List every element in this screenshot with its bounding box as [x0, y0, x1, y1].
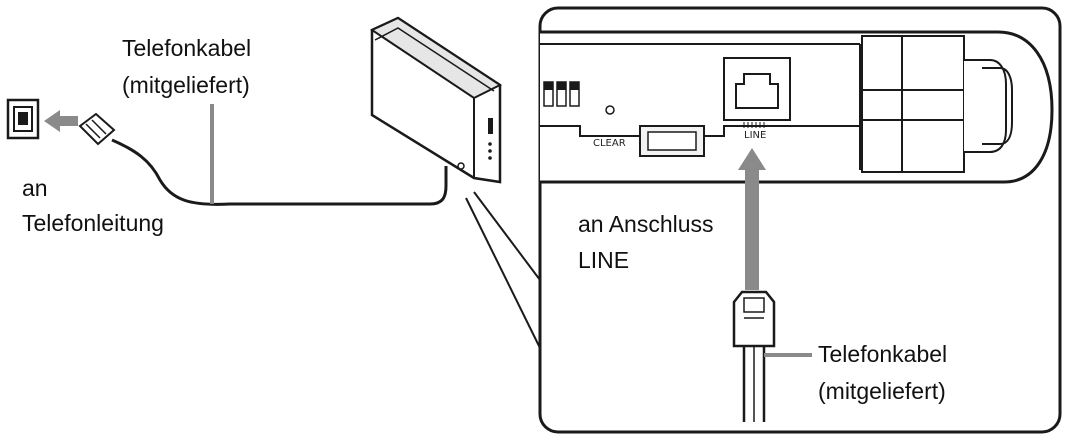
- dip-switches: [543, 81, 580, 107]
- base-station: [369, 16, 503, 184]
- modular-plug-right: [732, 290, 776, 422]
- device-latch: [859, 35, 1013, 173]
- modular-plug-left: [78, 112, 116, 146]
- line-port-label: LINE: [744, 130, 766, 141]
- cable-top-line2: (mitgeliefert): [122, 72, 250, 98]
- insert-arrow-wall: [44, 110, 78, 132]
- cable-right-line2: (mitgeliefert): [818, 378, 946, 404]
- phone-line-label: an Telefonleitung: [22, 175, 164, 236]
- cable-right-label: Telefonkabel (mitgeliefert): [818, 341, 954, 404]
- phone-line-line2: Telefonleitung: [22, 210, 164, 236]
- line-port: [723, 57, 791, 128]
- callout-line-lower: [465, 197, 541, 349]
- telephone-cable: [111, 138, 448, 206]
- cable-top-label: Telefonkabel (mitgeliefert): [122, 35, 258, 98]
- clear-button-hole: [605, 105, 615, 115]
- port-line-line2: LINE: [578, 247, 629, 273]
- port-line-line1: an Anschluss: [578, 211, 714, 237]
- port-line-label: an Anschluss LINE: [578, 211, 720, 273]
- wall-jack: [6, 98, 40, 140]
- device-underside: CLEAR LINE: [540, 30, 1054, 184]
- insert-arrow-line: [738, 148, 766, 290]
- clear-label: CLEAR: [593, 138, 626, 149]
- cable-top-line1: Telefonkabel: [122, 35, 251, 61]
- phone-line-line1: an: [22, 175, 48, 201]
- cable-right-line1: Telefonkabel: [818, 341, 947, 367]
- callout-line-upper: [473, 191, 541, 281]
